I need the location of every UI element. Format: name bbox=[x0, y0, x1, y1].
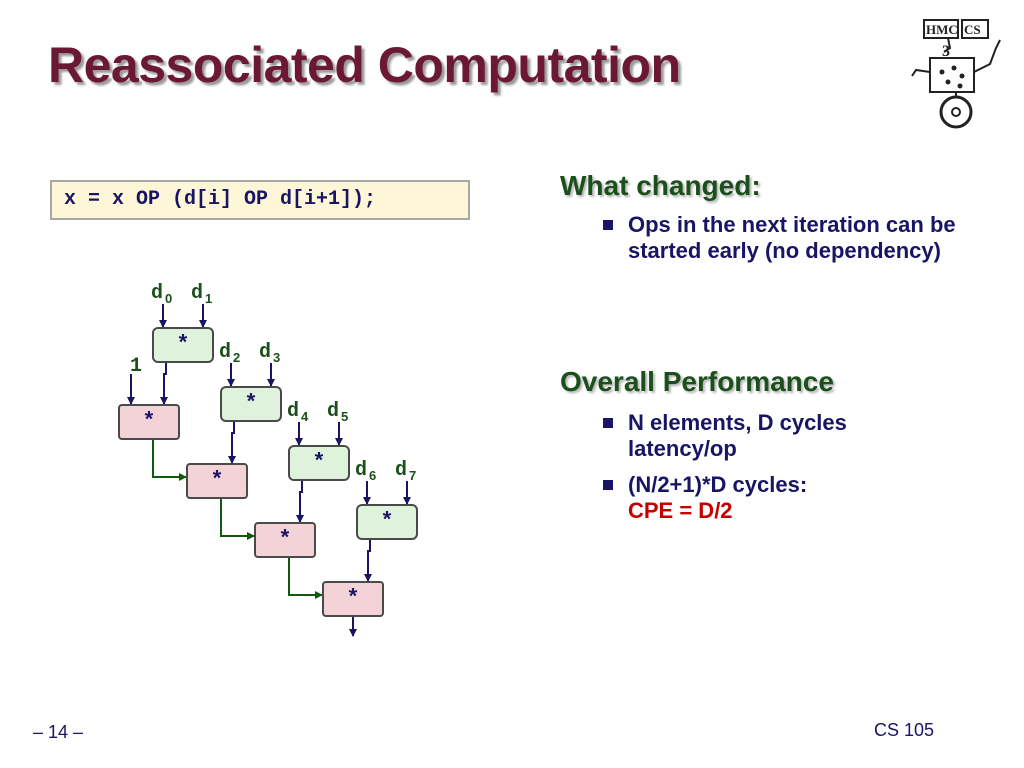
section-heading-what-changed: What changed: bbox=[560, 170, 761, 201]
logo-cs-text: CS bbox=[964, 22, 981, 37]
pair-result-arrow bbox=[296, 480, 304, 523]
operator-label: * bbox=[346, 586, 359, 611]
section-heading-overall-performance: Overall Performance bbox=[560, 366, 834, 397]
bullet-square-icon bbox=[603, 418, 613, 428]
what-changed-bullets: Ops in the next iteration can be started… bbox=[600, 212, 988, 274]
initial-value-label: 1 bbox=[130, 355, 142, 378]
course-label: CS 105 bbox=[874, 720, 935, 740]
operator-label: * bbox=[380, 509, 393, 534]
bullet-text: N elements, D cycles latency/op bbox=[628, 410, 847, 461]
pair-result-arrow bbox=[228, 421, 236, 464]
pink-multiply-node bbox=[322, 581, 384, 617]
pair-result-arrow bbox=[364, 539, 372, 582]
bullet-square-icon bbox=[603, 220, 613, 230]
hmc-cs-logo: HMC CS 3 bbox=[911, 19, 1001, 129]
green-multiply-node bbox=[356, 504, 418, 540]
bullet-square-icon bbox=[603, 480, 613, 490]
slide-title: Reassociated Computation bbox=[48, 37, 681, 93]
cpe-highlight: CPE = D/2 bbox=[628, 498, 733, 523]
pair-result-arrow bbox=[160, 362, 168, 405]
operator-label: * bbox=[176, 332, 189, 357]
operator-label: * bbox=[210, 468, 223, 493]
green-multiply-node bbox=[152, 327, 214, 363]
pink-multiply-node bbox=[186, 463, 248, 499]
green-multiply-node bbox=[288, 445, 350, 481]
accumulator-chain-arrow bbox=[288, 557, 323, 599]
operator-label: * bbox=[312, 450, 325, 475]
page-number: – 14 – bbox=[33, 722, 84, 742]
bullet-item: Ops in the next iteration can be started… bbox=[600, 212, 988, 264]
accumulator-chain-arrow bbox=[152, 439, 187, 481]
diagram-edges bbox=[127, 304, 411, 637]
bullet-text: Ops in the next iteration can be started… bbox=[628, 212, 956, 263]
pink-multiply-node bbox=[254, 522, 316, 558]
logo-hmc-text: HMC bbox=[926, 22, 958, 37]
operator-label: * bbox=[278, 527, 291, 552]
bullet-item: N elements, D cycles latency/op bbox=[600, 410, 988, 462]
accumulator-chain-arrow bbox=[220, 498, 255, 540]
green-multiply-node bbox=[220, 386, 282, 422]
bullet-text: (N/2+1)*D cycles: bbox=[628, 472, 808, 497]
diagram-nodes: * * * * * * * * bbox=[118, 327, 418, 617]
bullet-item: (N/2+1)*D cycles: CPE = D/2 bbox=[600, 472, 988, 524]
logo-number-text: 3 bbox=[942, 43, 950, 60]
operator-label: * bbox=[142, 409, 155, 434]
performance-bullets: N elements, D cycles latency/op (N/2+1)*… bbox=[600, 410, 988, 534]
code-snippet: x = x OP (d[i] OP d[i+1]); bbox=[50, 180, 470, 220]
pink-multiply-node bbox=[118, 404, 180, 440]
operator-label: * bbox=[244, 391, 257, 416]
